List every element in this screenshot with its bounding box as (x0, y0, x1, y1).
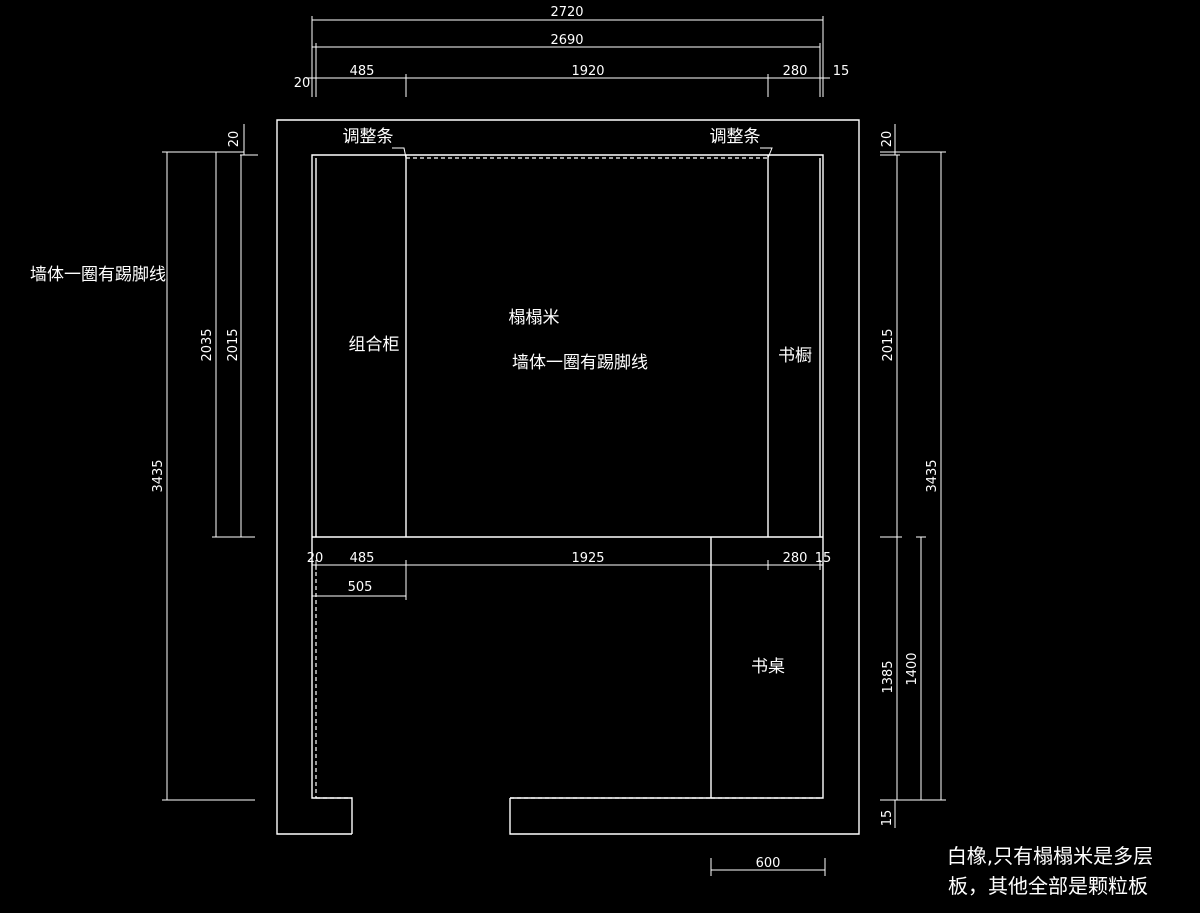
dim-left-top-gap: 20 (227, 131, 242, 148)
note-line-1: 白橡,只有榻榻米是多层 (947, 844, 1153, 868)
label-desk: 书桌 (751, 657, 785, 677)
dim-mid-right: 280 (783, 551, 808, 566)
label-tatami: 榻榻米 (509, 308, 560, 328)
dim-mid-left-sum: 505 (348, 580, 373, 595)
dim-left-total: 3435 (151, 459, 166, 492)
dim-top-total: 2720 (550, 5, 583, 20)
dim-right-top-gap: 20 (880, 131, 895, 148)
dim-right-desk-a: 1385 (881, 660, 896, 693)
wall-outline (276, 119, 860, 835)
dim-bottom-door: 600 (756, 856, 781, 871)
dim-right-desk-b: 1400 (905, 652, 920, 685)
dim-mid-right-gap: 15 (815, 551, 832, 566)
top-dimensions (306, 16, 830, 97)
note-line-2: 板，其他全部是颗粒板 (948, 874, 1148, 898)
dim-top-left-cabinet: 485 (350, 64, 375, 79)
bottom-dimension (710, 858, 826, 876)
lower-zone (315, 537, 823, 799)
label-bookshelf: 书橱 (778, 346, 812, 366)
dim-top-middle: 1920 (571, 64, 604, 79)
dim-mid-left-gap: 20 (307, 551, 324, 566)
dim-left-height-b: 2015 (226, 328, 241, 361)
label-skirting-inner: 墙体一圈有踢脚线 (512, 353, 648, 373)
adjust-strip-leaders (392, 147, 773, 159)
dim-top-inner: 2690 (550, 33, 583, 48)
label-adjust-strip-left: 调整条 (343, 127, 394, 147)
dim-top-bookshelf: 280 (783, 64, 808, 79)
label-skirting-outer: 墙体一圈有踢脚线 (30, 265, 166, 285)
left-dimensions (162, 124, 258, 801)
dim-top-right-gap: 15 (833, 64, 850, 79)
dim-left-height-a: 2035 (200, 328, 215, 361)
dim-right-total: 3435 (925, 459, 940, 492)
label-adjust-strip-right: 调整条 (710, 127, 761, 147)
label-combo-cabinet: 组合柜 (349, 335, 400, 355)
dim-mid-middle: 1925 (571, 551, 604, 566)
dim-mid-left-cabinet: 485 (350, 551, 375, 566)
dim-right-height: 2015 (881, 328, 896, 361)
right-dimensions (880, 124, 946, 828)
top-cabinet-zone (312, 155, 823, 538)
dim-top-left-gap: 20 (294, 76, 311, 91)
mid-dimensions (311, 560, 824, 600)
dim-right-bottom-gap: 15 (880, 810, 895, 827)
